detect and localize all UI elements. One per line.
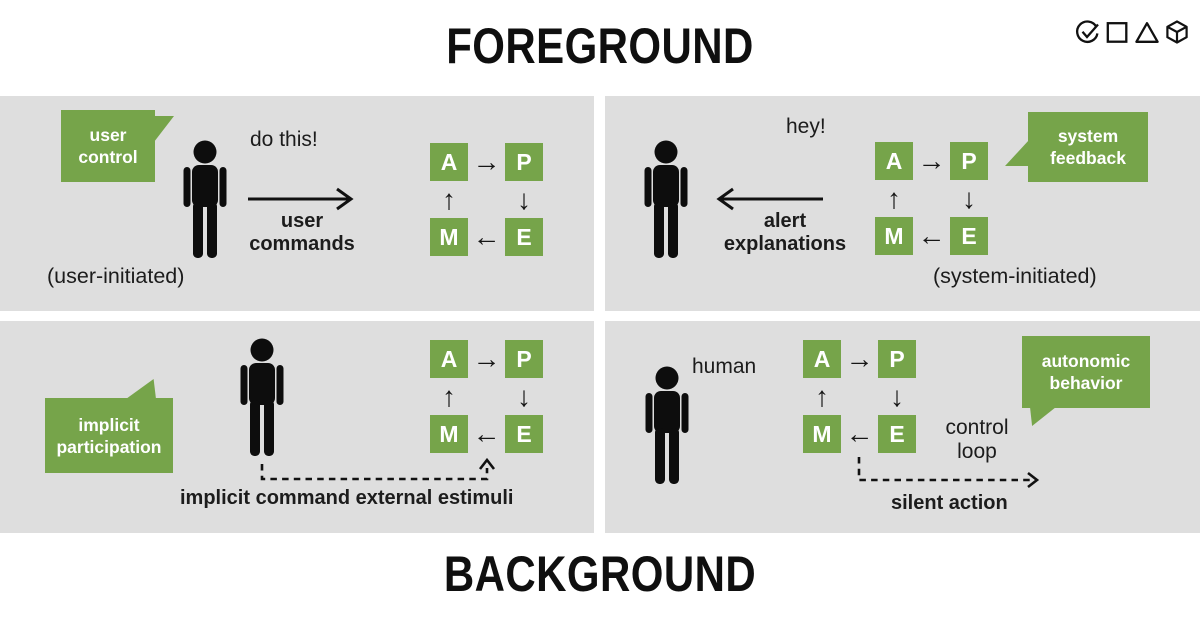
triangle-outline-icon [1134,19,1160,45]
person-icon [183,140,227,258]
arrow-up-icon: ↑ [815,380,829,412]
background-title: BACKGROUND [443,546,757,602]
arrow-right-icon: → [845,343,874,374]
cube-outline-icon [1164,19,1190,45]
person-icon [645,366,689,484]
arrow-right-icon: → [472,343,501,374]
user-commands-arrow [248,187,354,211]
system-initiated-caption: (system-initiated) [933,264,1097,288]
silent-action-dashed-arrow [857,457,1040,489]
analyze-block: A [430,143,468,181]
control-loop-label: control loop [927,416,1027,464]
bubble-line: implicit [78,414,140,435]
arrow-down-icon: ↓ [962,182,976,214]
arrow-up-icon: ↑ [442,380,456,412]
implicit-command-dashed-arrow [260,457,496,481]
user-control-bubble: user control [61,110,155,182]
arrow-left-icon: ← [472,418,501,449]
square-outline-icon [1104,19,1130,45]
plan-block: P [505,143,543,181]
check-circle-icon [1074,19,1100,45]
arrow-down-icon: ↓ [890,380,904,412]
hey-label: hey! [786,115,826,138]
label-line: user [280,210,324,232]
plan-block: P [950,142,988,180]
label-line: explanations [723,233,847,255]
person-icon [240,338,284,456]
label-line: commands [249,233,355,255]
arrow-down-icon: ↓ [517,183,531,215]
bubble-line: system [1057,126,1119,146]
alert-explanations-arrow [716,187,823,211]
monitor-block: M [430,415,468,453]
bubble-line: user [89,125,127,145]
label-line: alert [763,210,807,232]
corner-icon-row [1074,19,1190,45]
execute-block: E [950,217,988,255]
bubble-line: participation [56,436,162,457]
monitor-block: M [430,218,468,256]
execute-block: E [505,415,543,453]
plan-block: P [878,340,916,378]
analyze-block: A [430,340,468,378]
alert-explanations-label: alert explanations [705,210,865,256]
arrow-left-icon: ← [845,418,874,449]
label-line: loop [957,440,997,463]
label-line: control [945,416,1009,439]
autonomic-behavior-bubble: autonomic behavior [1022,336,1150,408]
analyze-block: A [803,340,841,378]
foreground-title: FOREGROUND [446,18,754,74]
user-commands-label: user commands [232,210,372,256]
analyze-block: A [875,142,913,180]
arrow-up-icon: ↑ [442,183,456,215]
silent-action-label: silent action [891,492,1008,514]
bubble-line: control [78,147,138,167]
execute-block: E [505,218,543,256]
mape-loop: A P M E → ↓ ← ↑ [430,143,543,256]
arrow-down-icon: ↓ [517,380,531,412]
monitor-block: M [803,415,841,453]
bubble-line: feedback [1050,148,1126,168]
implicit-command-label: implicit command external estimuli [180,487,514,509]
bubble-line: autonomic [1041,351,1131,371]
mape-loop: A P M E → ↓ ← ↑ [803,340,916,453]
person-icon [644,140,688,258]
system-feedback-bubble: system feedback [1028,112,1148,182]
bubble-line: behavior [1049,373,1123,393]
arrow-left-icon: ← [472,221,501,252]
arrow-up-icon: ↑ [887,182,901,214]
arrow-right-icon: → [917,145,946,176]
execute-block: E [878,415,916,453]
user-initiated-caption: (user-initiated) [47,264,185,288]
implicit-participation-bubble: implicit participation [45,398,173,473]
monitor-block: M [875,217,913,255]
plan-block: P [505,340,543,378]
human-label: human [692,355,757,378]
mape-loop: A P M E → ↓ ← ↑ [875,142,988,255]
do-this-label: do this! [250,128,318,151]
arrow-right-icon: → [472,146,501,177]
mape-loop: A P M E → ↓ ← ↑ [430,340,543,453]
arrow-left-icon: ← [917,220,946,251]
